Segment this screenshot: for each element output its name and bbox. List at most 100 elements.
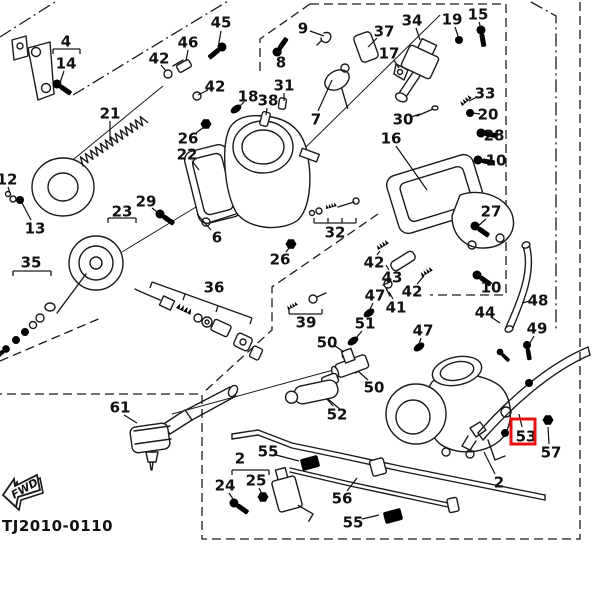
upper-carb-body <box>183 35 320 249</box>
part-callout-6: 6 <box>212 229 222 247</box>
assembly-axis-lines <box>57 14 441 415</box>
part-callout-13: 13 <box>25 220 46 238</box>
part-callout-15: 15 <box>468 6 489 24</box>
part-callout-39: 39 <box>296 314 317 332</box>
part-callout-16: 16 <box>381 130 402 148</box>
part-callout-52: 52 <box>327 406 348 424</box>
callout-leader-51 <box>355 330 363 339</box>
part-callout-48: 48 <box>528 292 549 310</box>
mount-bracket <box>11 35 74 101</box>
callout-leader-10 <box>479 277 486 284</box>
diagram-code: TJ2010-0110 <box>2 517 114 535</box>
part-callout-47: 47 <box>413 322 434 340</box>
lower-jet-parts <box>286 279 426 376</box>
part-callout-26: 26 <box>270 251 291 269</box>
callout-leader-47 <box>418 337 422 345</box>
part-callout-18: 18 <box>238 88 259 106</box>
float-chamber <box>385 153 515 289</box>
part-callout-34: 34 <box>402 12 423 30</box>
diagram-line-art <box>0 24 591 525</box>
part-callout-42: 42 <box>205 78 226 96</box>
part-callout-32: 32 <box>325 224 346 242</box>
callout-leader-13 <box>21 202 32 221</box>
slide-diaphragm <box>56 207 177 314</box>
part-callout-55: 55 <box>258 443 279 461</box>
callout-leader-42 <box>416 275 425 285</box>
pilot-screw-group <box>308 197 360 217</box>
callout-leader-37 <box>367 37 378 48</box>
part-callout-4: 4 <box>61 33 71 51</box>
part-callout-45: 45 <box>211 14 232 32</box>
callout-leader-28 <box>480 132 487 135</box>
needle-jet-group <box>134 288 264 361</box>
part-callout-27: 27 <box>481 203 502 221</box>
fwd-arrow: FWD <box>1 473 44 512</box>
callout-leader-48 <box>521 300 531 304</box>
callout-leader-33 <box>468 96 478 102</box>
callout-leader-38 <box>265 107 268 116</box>
callout-leader-25 <box>258 487 263 495</box>
part-callout-38: 38 <box>258 92 279 110</box>
callout-leader-6 <box>196 213 212 231</box>
callout-leader-55 <box>361 514 380 520</box>
starter-parts <box>316 31 409 110</box>
fuel-pipe-joint-61 <box>129 384 239 471</box>
callout-leader-44 <box>490 316 501 324</box>
callout-leader-42 <box>160 64 167 72</box>
part-callout-42: 42 <box>149 50 170 68</box>
top-jet-parts <box>163 40 229 101</box>
part-callout-56: 56 <box>332 490 353 508</box>
part-callout-41: 41 <box>386 299 407 317</box>
part-callout-8: 8 <box>276 54 286 72</box>
part-callout-20: 20 <box>478 106 499 124</box>
part-callout-33: 33 <box>475 85 496 103</box>
callout-leader-26 <box>195 126 205 134</box>
part-callout-12: 12 <box>0 171 17 189</box>
part-callout-24: 24 <box>215 477 236 495</box>
callout-leader-15 <box>478 21 482 30</box>
link-rods <box>231 429 546 525</box>
part-callout-42: 42 <box>364 254 385 272</box>
choke-lever-assembly <box>227 466 314 522</box>
callout-leader-41 <box>388 291 394 300</box>
fuel-cock-assembly <box>394 24 499 141</box>
part-callout-37: 37 <box>374 23 395 41</box>
part-callout-9: 9 <box>298 20 308 38</box>
callout-leader-26 <box>285 246 291 253</box>
part-callout-35: 35 <box>21 254 42 272</box>
callout-leader-17 <box>393 59 400 69</box>
chain-boundary-lines <box>0 0 557 330</box>
label-brackets <box>12 48 357 475</box>
part-callout-30: 30 <box>393 111 414 129</box>
callout-leader-29 <box>151 207 161 215</box>
part-callout-50: 50 <box>364 379 385 397</box>
callout-leader-20 <box>472 112 481 115</box>
part-callout-21: 21 <box>100 105 121 123</box>
part-callout-28: 28 <box>484 127 505 145</box>
part-callout-42: 42 <box>402 283 423 301</box>
part-callout-55: 55 <box>343 514 364 532</box>
fuel-hose <box>504 241 533 333</box>
part-callout-49: 49 <box>527 320 548 338</box>
part-callout-10: 10 <box>481 279 502 297</box>
callout-leader-50 <box>334 345 345 353</box>
callout-leader-9 <box>309 30 325 37</box>
callout-leader-16 <box>395 145 428 191</box>
callout-leader-7 <box>317 79 333 112</box>
part-callout-26: 26 <box>178 130 199 148</box>
part-callout-2: 2 <box>235 450 245 468</box>
spring-tube-cluster <box>375 239 433 277</box>
callout-leader-19 <box>454 26 459 37</box>
part-callout-43: 43 <box>382 269 403 287</box>
part-callout-29: 29 <box>136 193 157 211</box>
callout-leader-2 <box>483 451 496 475</box>
part-callout-14: 14 <box>56 55 77 73</box>
callout-leader-43 <box>385 264 390 271</box>
callout-leader-46 <box>185 49 189 62</box>
part-callout-50: 50 <box>317 334 338 352</box>
callout-leader-14 <box>58 70 65 87</box>
callout-leader-42 <box>197 89 209 96</box>
bracket-arm <box>461 340 591 451</box>
